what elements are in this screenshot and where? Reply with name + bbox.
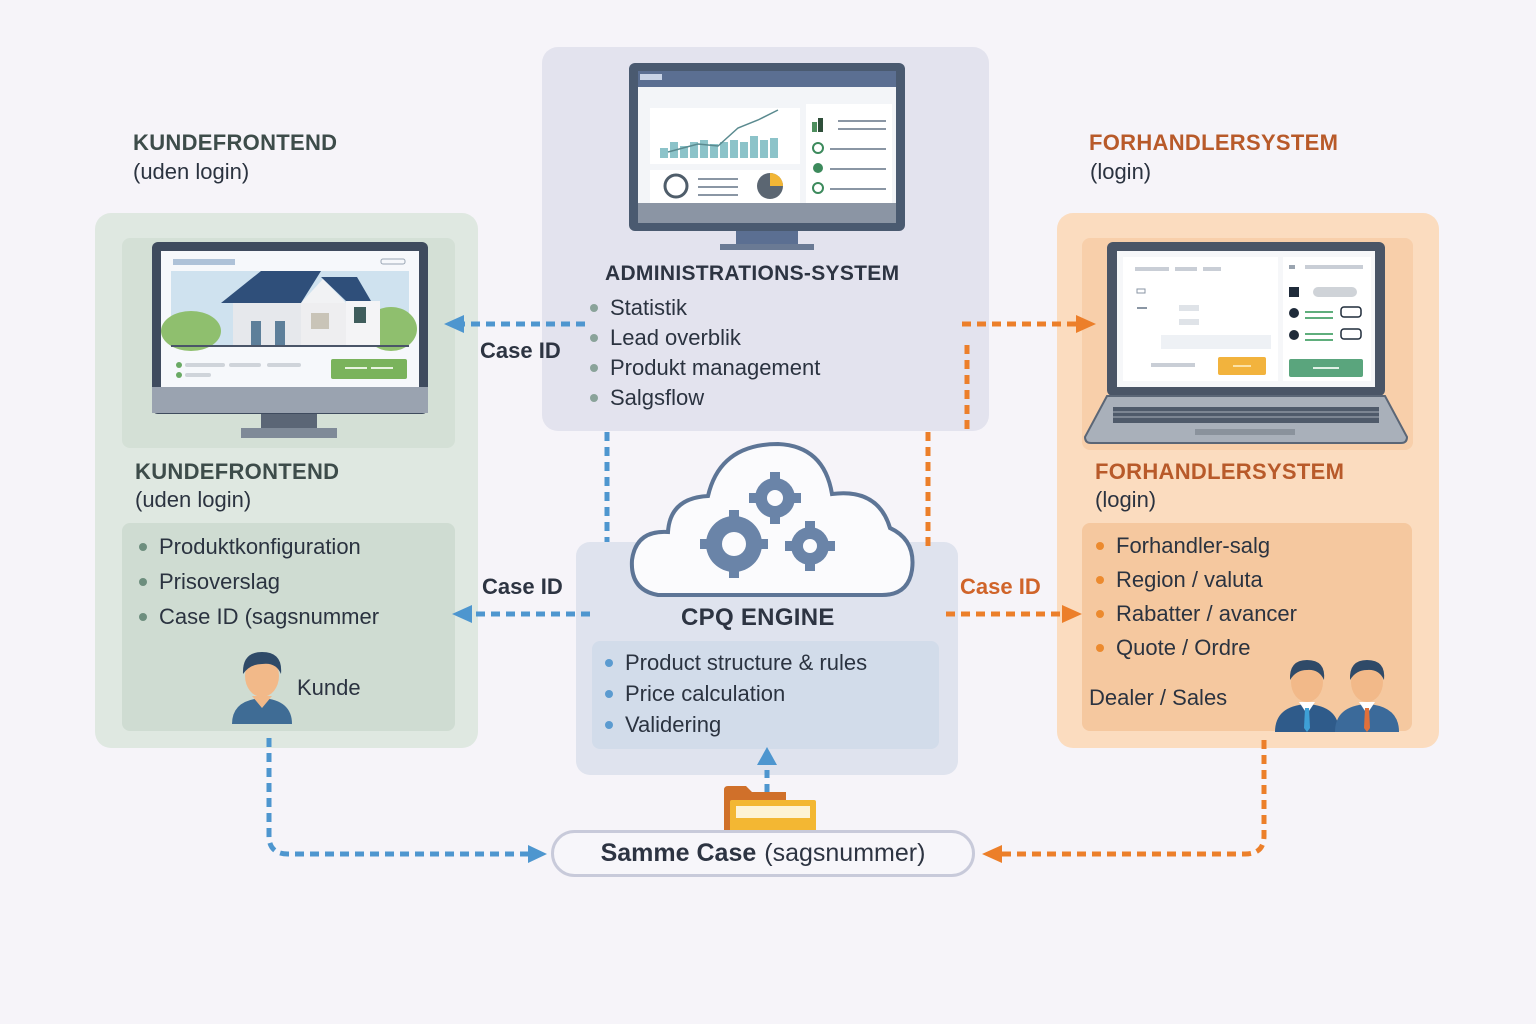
folder-icon [724, 786, 816, 838]
bullet-icon [590, 364, 598, 372]
bullet-icon [139, 542, 147, 551]
cpq-list: Product structure & rules Price calculat… [605, 647, 867, 740]
bullet-icon [590, 304, 598, 312]
forhandler-list-item: Rabatter / avancer [1096, 597, 1297, 631]
forhandler-list: Forhandler-salg Region / valuta Rabatter… [1096, 529, 1297, 665]
forhandler-list-item: Forhandler-salg [1096, 529, 1297, 563]
bullet-icon [605, 689, 613, 698]
cpq-list-item: Product structure & rules [605, 647, 867, 678]
forhandler-list-item: Quote / Ordre [1096, 631, 1297, 665]
kundefrontend-list-item: Prisoverslag [139, 564, 379, 599]
case-id-label-cpq-kunde: Case ID [482, 574, 563, 599]
desktop-monitor-dashboard-icon [629, 63, 905, 250]
admin-list: Statistik Lead overblik Produkt manageme… [590, 293, 820, 413]
top-label-kundefrontend-subtitle: (uden login) [133, 159, 250, 184]
kundefrontend-list-item: Produktkonfiguration [139, 529, 379, 564]
cpq-title: CPQ ENGINE [681, 604, 835, 631]
bullet-icon [1096, 610, 1104, 618]
forhandler-person-label: Dealer / Sales [1089, 685, 1228, 710]
admin-list-item: Salgsflow [590, 383, 820, 413]
same-case-badge: Samme Case (sagsnummer) [551, 830, 975, 877]
case-id-label-admin-kunde: Case ID [480, 338, 561, 363]
kundefrontend-subtitle: (uden login) [135, 487, 252, 512]
laptop-dashboard-icon [1083, 242, 1409, 444]
top-label-kundefrontend-title: KUNDEFRONTEND [133, 130, 338, 155]
forhandler-list-item: Region / valuta [1096, 563, 1297, 597]
bullet-icon [1096, 576, 1104, 584]
arrow-head-icon [982, 845, 1002, 863]
admin-list-item: Produkt management [590, 353, 820, 383]
same-case-rest: (sagsnummer) [764, 839, 926, 867]
forhandler-subtitle: (login) [1095, 487, 1157, 512]
kundefrontend-list-item: Case ID (sagsnummer [139, 599, 379, 634]
bullet-icon [139, 612, 147, 621]
connector-kunde-to-case [266, 738, 530, 857]
cpq-list-box [592, 641, 939, 749]
cloud-gears-icon [629, 441, 915, 598]
forhandler-title: FORHANDLERSYSTEM [1095, 459, 1345, 484]
arrow-head-icon [528, 845, 547, 863]
top-label-forhandler-title: FORHANDLERSYSTEM [1089, 130, 1339, 155]
kundefrontend-title: KUNDEFRONTEND [135, 459, 340, 484]
cpq-list-item: Validering [605, 709, 867, 740]
dealer-sales-people-icon [1275, 660, 1399, 732]
bullet-icon [1096, 542, 1104, 550]
same-case-bold: Samme Case [600, 839, 757, 867]
customer-person-icon [232, 652, 292, 724]
admin-title: ADMINISTRATIONS-SYSTEM [605, 262, 900, 285]
bullet-icon [1096, 644, 1104, 652]
kundefrontend-person-label: Kunde [297, 675, 361, 700]
kundefrontend-list: Produktkonfiguration Prisoverslag Case I… [139, 529, 379, 634]
connector-forhandler-to-case [1002, 740, 1267, 857]
bullet-icon [605, 720, 613, 729]
desktop-monitor-house-icon [152, 242, 428, 438]
admin-list-item: Statistik [590, 293, 820, 323]
top-label-forhandler-subtitle: (login) [1090, 159, 1152, 184]
cpq-list-item: Price calculation [605, 678, 867, 709]
bullet-icon [139, 577, 147, 586]
admin-list-item: Lead overblik [590, 323, 820, 353]
case-id-label-cpq-forhandler: Case ID [960, 574, 1041, 599]
bullet-icon [590, 334, 598, 342]
bullet-icon [605, 658, 613, 667]
bullet-icon [590, 394, 598, 402]
kundefrontend-list-box [122, 523, 455, 731]
